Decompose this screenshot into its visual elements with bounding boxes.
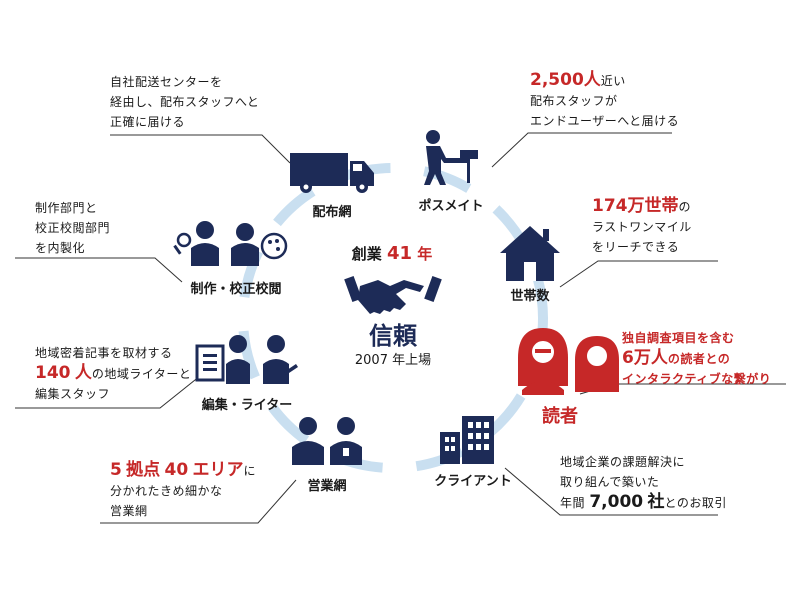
node-label-readers: 読者 <box>542 406 578 427</box>
note-client: 地域企業の課題解決に 取り組んで築いた 年間 7,000 社とのお取引 <box>560 452 727 513</box>
buildings-icon <box>440 416 494 464</box>
note-client-line: 取り組んで築いた <box>560 475 660 489</box>
note-households-tail: の <box>678 200 692 214</box>
trust-title: 信頼 <box>369 322 417 350</box>
note-delivery: 自社配送センターを 経由し、配布スタッフへと 正確に届ける <box>110 72 259 132</box>
note-proofreading-line: 制作部門と <box>35 201 98 215</box>
post-box-icon <box>424 130 478 185</box>
note-sales-unit: 拠点 <box>126 460 161 480</box>
note-proofreading: 制作部門と 校正校閲部門 を内製化 <box>35 198 110 258</box>
note-readers-number: 6 <box>622 348 634 368</box>
note-posting-line: 配布スタッフが <box>530 94 618 108</box>
note-readers-line: 独自調査項目を含む <box>622 331 735 345</box>
note-households-line: ラストワンマイル <box>592 220 692 234</box>
founded-prefix: 創業 <box>351 245 382 263</box>
note-editing-number: 140 <box>35 363 71 383</box>
leader-lines <box>15 132 786 524</box>
note-sales-tail: に <box>243 464 257 478</box>
node-label-editing: 編集・ライター <box>201 398 293 413</box>
house-icon <box>500 226 560 281</box>
cycle-ring <box>238 163 548 473</box>
staff-icon <box>292 417 362 465</box>
note-editing-line: 編集スタッフ <box>35 387 111 401</box>
note-client-unit: 社 <box>647 492 665 512</box>
note-sales-unit: エリア <box>192 460 244 480</box>
note-client-line: 地域企業の課題解決に <box>560 455 686 469</box>
note-households-unit: 万世帯 <box>627 196 679 216</box>
note-sales-number: 40 <box>164 460 189 480</box>
note-editing-tail: の地域ライターと <box>91 367 192 381</box>
note-sales-line: 分かれたきめ細かな <box>110 484 223 498</box>
note-readers: 独自調査項目を含む 6万人の読者との インタラクティブな繋がり <box>622 328 771 389</box>
node-label-posting: ポスメイト <box>418 199 484 214</box>
note-proofreading-line: 校正校閲部門 <box>35 221 111 235</box>
note-delivery-line: 正確に届ける <box>110 115 186 129</box>
note-client-tail: とのお取引 <box>664 496 727 510</box>
handshake-icon <box>344 276 442 314</box>
note-readers-line: インタラクティブな繋がり <box>622 372 772 386</box>
founded-years-number: 41 <box>386 243 413 264</box>
note-delivery-line: 自社配送センターを <box>110 75 223 89</box>
note-posting: 2,500人近い 配布スタッフが エンドユーザーへと届ける <box>530 70 679 131</box>
note-client-prefix: 年間 <box>560 496 586 510</box>
designers-icon <box>173 221 288 266</box>
note-posting-unit: 人 <box>583 70 601 90</box>
listed-year: 2007 年上場 <box>354 353 432 368</box>
note-editing-line: 地域密着記事を取材する <box>35 346 173 360</box>
note-delivery-line: 経由し、配布スタッフへと <box>110 95 260 109</box>
note-proofreading-line: を内製化 <box>35 241 86 255</box>
note-posting-number: 2,500 <box>530 70 584 90</box>
note-editing-unit: 人 <box>74 363 92 383</box>
note-sales-number: 5 <box>110 460 122 480</box>
note-households-line: をリーチできる <box>592 240 680 254</box>
note-readers-tail: の読者との <box>667 352 731 366</box>
node-label-households: 世帯数 <box>510 289 550 304</box>
founded-years-unit: 年 <box>417 245 433 263</box>
note-households: 174万世帯の ラストワンマイル をリーチできる <box>592 196 692 257</box>
note-sales-line: 営業網 <box>110 504 148 518</box>
note-client-number: 7,000 <box>589 492 644 512</box>
founded-years: 創業 41 年 <box>352 243 433 264</box>
node-label-proofreading: 制作・校正校閲 <box>190 282 282 297</box>
note-sales: 5 拠点 40 エリアに 分かれたきめ細かな 営業網 <box>110 460 256 521</box>
truck-icon <box>290 153 374 193</box>
note-posting-line: エンドユーザーへと届ける <box>530 114 680 128</box>
readers-icon <box>518 328 619 395</box>
note-posting-tail: 近い <box>600 74 626 88</box>
note-editing: 地域密着記事を取材する 140 人の地域ライターと 編集スタッフ <box>35 343 191 404</box>
node-label-client: クライアント <box>434 474 512 489</box>
note-households-number: 174 <box>592 196 628 216</box>
note-readers-unit: 万人 <box>633 348 668 368</box>
node-label-delivery-network: 配布網 <box>312 205 352 220</box>
node-label-sales-network: 営業網 <box>307 479 347 494</box>
writers-icon <box>195 335 298 384</box>
